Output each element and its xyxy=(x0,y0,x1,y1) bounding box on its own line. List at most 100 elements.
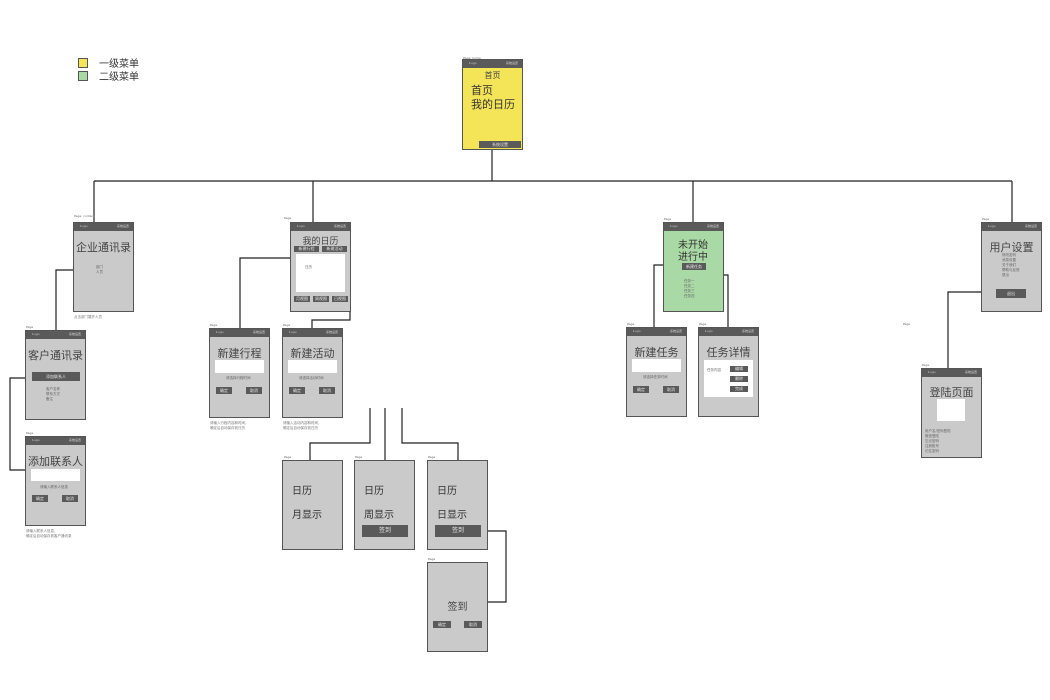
loginpage-item-3[interactable]: 忘记密码 xyxy=(925,439,939,443)
signin-caption: Page xyxy=(428,557,436,561)
newactivity-input[interactable] xyxy=(288,360,337,373)
loginpage-item-4[interactable]: 注册账号 xyxy=(925,444,939,448)
customer-title: 客户通讯录 xyxy=(28,349,83,362)
newtrip-input[interactable] xyxy=(215,360,264,373)
newtrip-hint: 请选择行程时间 xyxy=(226,376,251,380)
customer-body-2: 联系方式 xyxy=(46,392,60,396)
mycal-tab-newactivity[interactable]: 新建活动 xyxy=(322,246,347,252)
enterprise-contacts-page[interactable]: Logo 系统设置 企业通讯录 部门 人员 xyxy=(73,222,134,312)
root-header: 首页 xyxy=(484,71,501,80)
tasks-topbar: Logo 系统设置 xyxy=(664,223,723,231)
mycal-view-month[interactable]: 月视图 xyxy=(294,296,310,302)
customer-body-1: 客户名称 xyxy=(46,387,60,391)
newtrip-note-1: 请输入行程内容和时间， xyxy=(210,421,249,425)
signin-page[interactable]: 签到 确定 取消 xyxy=(427,562,488,652)
taskdetail-delete-button[interactable]: 删除 xyxy=(730,376,748,382)
logout-button[interactable]: 退出 xyxy=(996,289,1026,298)
customer-caption: Page xyxy=(26,325,34,329)
add-contact-page[interactable]: Logo 系统设置 添加联系人 请输入联系人信息 确定 取消 xyxy=(25,436,86,526)
newactivity-title: 新建活动 xyxy=(290,347,335,360)
usersettings-item-2[interactable]: 消息设置 xyxy=(1002,258,1016,262)
signin-confirm-button[interactable]: 确定 xyxy=(433,621,451,628)
addcontact-cancel-button[interactable]: 取消 xyxy=(62,495,78,502)
newactivity-note-1: 请输入活动内容和时间， xyxy=(283,421,322,425)
newactivity-hint: 请选择活动时间 xyxy=(299,376,324,380)
new-activity-page[interactable]: Logo 系统设置 新建活动 请选择活动时间 确定 取消 xyxy=(282,328,343,418)
week-signin-button[interactable]: 签到 xyxy=(362,525,408,537)
month-view-page[interactable]: 日历 月显示 xyxy=(282,460,343,550)
mycal-view-day[interactable]: 日视图 xyxy=(332,296,348,302)
loginpage-side-caption: Page xyxy=(903,322,911,326)
usersettings-item-3[interactable]: 关于我们 xyxy=(1002,263,1016,267)
tasks-line-notstarted: 未开始 xyxy=(678,240,708,251)
addcontact-input[interactable] xyxy=(31,469,80,481)
taskdetail-label: 任务内容 xyxy=(707,368,721,372)
tasks-line-inprogress: 进行中 xyxy=(678,252,708,263)
taskdetail-caption: Page xyxy=(699,322,707,326)
loginpage-item-2[interactable]: 微信登陆 xyxy=(925,434,939,438)
usersettings-item-4[interactable]: 帮助与反馈 xyxy=(1002,268,1020,272)
newactivity-topbar: Logo 系统设置 xyxy=(283,329,342,337)
addcontact-confirm-button[interactable]: 确定 xyxy=(32,495,48,502)
login-page[interactable]: Logo 系统设置 登陆页面 用户名/密码登陆 微信登陆 忘记密码 注册账号 记… xyxy=(921,368,982,458)
newtask-cancel-button[interactable]: 取消 xyxy=(663,386,679,393)
week-view-page[interactable]: 日历 周显示 签到 xyxy=(354,460,415,550)
new-trip-page[interactable]: Logo 系统设置 新建行程 请选择行程时间 确定 取消 xyxy=(209,328,270,418)
addcontact-note-2: 确定后自动保存到客户通讯录 xyxy=(26,534,72,538)
day-signin-button[interactable]: 签到 xyxy=(435,525,481,537)
root-caption: Page: home xyxy=(463,56,481,60)
newtrip-note-2: 确定后自动保存到日历 xyxy=(210,426,245,430)
newtask-input[interactable] xyxy=(632,359,681,372)
newactivity-cancel-button[interactable]: 取消 xyxy=(319,387,335,394)
root-line-home: 首页 xyxy=(471,84,493,97)
usersettings-item-1[interactable]: 修改密码 xyxy=(1002,253,1016,257)
newactivity-confirm-button[interactable]: 确定 xyxy=(289,387,305,394)
loginpage-item-5[interactable]: 记住密码 xyxy=(925,449,939,453)
newtask-topbar: Logo 系统设置 xyxy=(627,328,686,336)
customer-topbar: Logo 系统设置 xyxy=(26,331,85,339)
tasks-body-2: 任务二 xyxy=(684,284,695,288)
enterprise-caption: Page: contact xyxy=(74,214,95,218)
task-detail-page[interactable]: Logo 系统设置 任务详情 任务内容 编辑 删除 完成 xyxy=(698,327,759,417)
usersettings-item-5[interactable]: 退出 xyxy=(1002,273,1009,277)
tasks-page[interactable]: Logo 系统设置 未开始 进行中 新建任务 任务一 任务二 任务三 任务四 xyxy=(663,222,724,312)
month-line-1: 日历 xyxy=(292,486,312,497)
newtrip-cancel-button[interactable]: 取消 xyxy=(246,387,262,394)
newactivity-caption: Page xyxy=(283,323,291,327)
root-page[interactable]: Logo 系统设置 首页 首页 我的日历 系统设置 xyxy=(462,59,523,150)
root-bottom-button[interactable]: 系统设置 xyxy=(479,141,521,148)
signin-cancel-button[interactable]: 取消 xyxy=(464,621,482,628)
newtask-title: 新建任务 xyxy=(634,346,679,359)
newtask-caption: Page xyxy=(627,322,635,326)
add-contact-button[interactable]: 添加联系人 xyxy=(32,372,80,381)
mycal-calendar-area[interactable] xyxy=(296,254,345,292)
mycal-title: 我的日历 xyxy=(302,237,339,247)
tasks-body-4: 任务四 xyxy=(684,294,695,298)
usersettings-title: 用户设置 xyxy=(989,241,1034,254)
taskdetail-edit-button[interactable]: 编辑 xyxy=(730,366,748,372)
legend-swatch-level2 xyxy=(78,71,88,81)
user-settings-page[interactable]: Logo 系统设置 用户设置 修改密码 消息设置 关于我们 帮助与反馈 退出 退… xyxy=(981,222,1042,312)
tasks-body-1: 任务一 xyxy=(684,279,695,283)
newtrip-confirm-button[interactable]: 确定 xyxy=(216,387,232,394)
taskdetail-complete-button[interactable]: 完成 xyxy=(730,386,748,392)
customer-contacts-page[interactable]: Logo 系统设置 客户通讯录 添加联系人 客户名称 联系方式 备注 xyxy=(25,330,86,420)
addcontact-title: 添加联系人 xyxy=(28,455,83,468)
new-task-button[interactable]: 新建任务 xyxy=(682,263,706,270)
mycal-tab-newtrip[interactable]: 新建行程 xyxy=(294,246,319,252)
loginpage-item-1[interactable]: 用户名/密码登陆 xyxy=(925,429,951,433)
month-line-2: 月显示 xyxy=(292,510,322,521)
enterprise-note: 点击部门展开人员 xyxy=(74,315,102,319)
week-line-2: 周显示 xyxy=(364,510,394,521)
newtrip-topbar: Logo 系统设置 xyxy=(210,329,269,337)
mycal-view-week[interactable]: 周视图 xyxy=(313,296,329,302)
tasks-caption: Page xyxy=(664,217,672,221)
newtask-confirm-button[interactable]: 确定 xyxy=(633,386,649,393)
day-view-page[interactable]: 日历 日显示 签到 xyxy=(427,460,488,550)
newtrip-title: 新建行程 xyxy=(217,347,262,360)
usersettings-topbar: Logo 系统设置 xyxy=(982,223,1041,231)
new-task-page[interactable]: Logo 系统设置 新建任务 请选择任务时间 确定 取消 xyxy=(626,327,687,417)
enterprise-topbar: Logo 系统设置 xyxy=(74,223,133,231)
loginpage-topbar: Logo 系统设置 xyxy=(922,369,981,377)
my-calendar-page[interactable]: Logo 系统设置 我的日历 新建行程 新建活动 日历 月视图 周视图 日视图 xyxy=(290,222,351,312)
